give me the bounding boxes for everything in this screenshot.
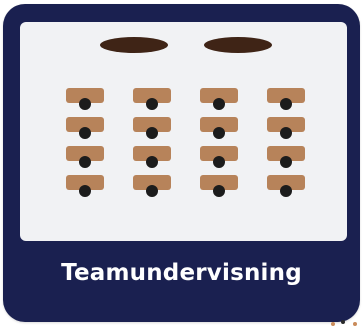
student-icon xyxy=(280,127,292,139)
desk-seat xyxy=(66,88,104,114)
desk-seat xyxy=(66,175,104,201)
student-icon xyxy=(79,185,91,197)
desk-seat xyxy=(200,146,238,172)
student-icon xyxy=(213,185,225,197)
student-icon xyxy=(213,98,225,110)
classroom-layout-illustration xyxy=(20,22,347,241)
desk-grid xyxy=(66,88,306,200)
student-icon xyxy=(213,156,225,168)
desk-seat xyxy=(66,117,104,143)
student-icon xyxy=(79,98,91,110)
student-icon xyxy=(280,98,292,110)
student-icon xyxy=(146,156,158,168)
desk-seat xyxy=(133,175,171,201)
screen-right-icon xyxy=(204,37,272,53)
student-icon xyxy=(79,127,91,139)
desk-seat xyxy=(200,117,238,143)
desk-seat xyxy=(267,88,305,114)
corner-decoration xyxy=(329,319,363,327)
student-icon xyxy=(213,127,225,139)
student-icon xyxy=(280,185,292,197)
desk-seat xyxy=(133,117,171,143)
desk-seat xyxy=(200,175,238,201)
teaching-mode-option-card[interactable]: Teamundervisning xyxy=(3,4,360,322)
desk-seat xyxy=(200,88,238,114)
desk-seat xyxy=(267,146,305,172)
option-title: Teamundervisning xyxy=(3,260,360,286)
student-icon xyxy=(146,127,158,139)
desk-seat xyxy=(133,146,171,172)
desk-seat xyxy=(66,146,104,172)
screen-left-icon xyxy=(100,37,168,53)
student-icon xyxy=(280,156,292,168)
desk-seat xyxy=(133,88,171,114)
student-icon xyxy=(79,156,91,168)
student-icon xyxy=(146,185,158,197)
desk-seat xyxy=(267,175,305,201)
student-icon xyxy=(146,98,158,110)
desk-seat xyxy=(267,117,305,143)
